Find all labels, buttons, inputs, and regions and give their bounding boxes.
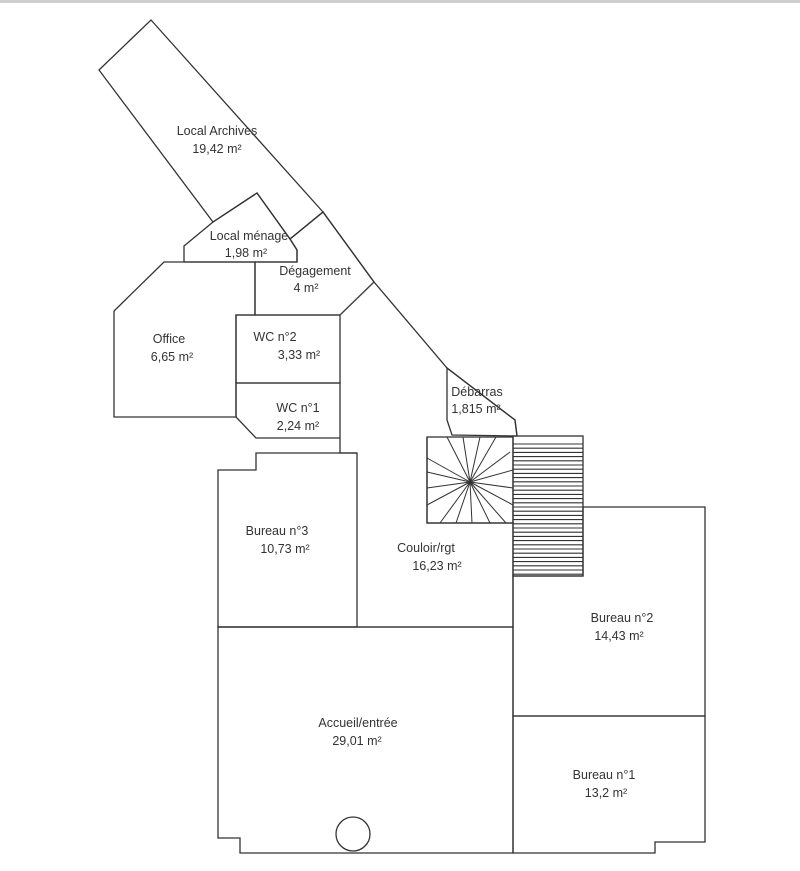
room-name-bureau1: Bureau n°1 <box>573 768 636 782</box>
spiral-tread <box>469 481 491 524</box>
spiral-tread <box>426 481 471 489</box>
room-area-bureau2: 14,43 m² <box>594 629 643 643</box>
room-area-debarras: 1,815 m² <box>451 402 500 416</box>
room-area-local-menage: 1,98 m² <box>225 246 267 260</box>
spiral-tread <box>462 436 471 483</box>
room-area-bureau3: 10,73 m² <box>260 542 309 556</box>
room-couloir-outline <box>339 438 357 454</box>
room-name-accueil: Accueil/entrée <box>318 716 397 730</box>
spiral-tread <box>469 481 507 524</box>
room-accueil-outline <box>217 626 514 854</box>
spiral-tread <box>469 481 473 524</box>
room-name-degagement: Dégagement <box>279 264 351 278</box>
room-bureau1-outline <box>512 715 706 854</box>
room-area-degagement: 4 m² <box>294 281 319 295</box>
room-area-wc1: 2,24 m² <box>277 419 319 433</box>
room-name-couloir: Couloir/rgt <box>397 541 455 555</box>
straight-stair-treads <box>513 443 583 575</box>
room-name-wc2: WC n°2 <box>253 330 296 344</box>
spiral-tread <box>446 436 471 483</box>
room-area-office: 6,65 m² <box>151 350 193 364</box>
spiral-tread <box>439 481 471 524</box>
room-area-couloir: 16,23 m² <box>412 559 461 573</box>
room-name-wc1: WC n°1 <box>276 401 319 415</box>
room-area-wc2: 3,33 m² <box>278 348 320 362</box>
room-name-local-archives: Local Archives <box>177 124 258 138</box>
spiral-tread <box>469 436 481 483</box>
room-debarras-outline <box>446 366 518 437</box>
room-area-accueil: 29,01 m² <box>332 734 381 748</box>
spiral-tread <box>426 481 471 506</box>
room-name-office: Office <box>153 332 185 346</box>
room-name-bureau2: Bureau n°2 <box>591 611 654 625</box>
spiral-tread <box>455 481 471 524</box>
spiral-tread <box>426 471 471 483</box>
wall-segment <box>339 281 375 316</box>
spiral-tread <box>426 457 471 483</box>
spiral-tread <box>469 451 511 483</box>
room-name-local-menage: Local ménage <box>210 229 289 243</box>
room-bureau3-outline <box>217 452 358 628</box>
room-area-bureau1: 13,2 m² <box>585 786 627 800</box>
spiral-tread <box>469 481 514 489</box>
room-area-local-archives: 19,42 m² <box>192 142 241 156</box>
spiral-tread <box>469 481 514 506</box>
room-wc1-outline <box>235 382 341 439</box>
spiral-stair-treads <box>426 436 514 524</box>
spiral-tread <box>469 436 497 483</box>
room-name-bureau3: Bureau n°3 <box>246 524 309 538</box>
room-name-debarras: Débarras <box>451 385 502 399</box>
column <box>335 816 371 852</box>
scan-top-edge <box>0 0 800 3</box>
spiral-tread <box>469 469 514 483</box>
